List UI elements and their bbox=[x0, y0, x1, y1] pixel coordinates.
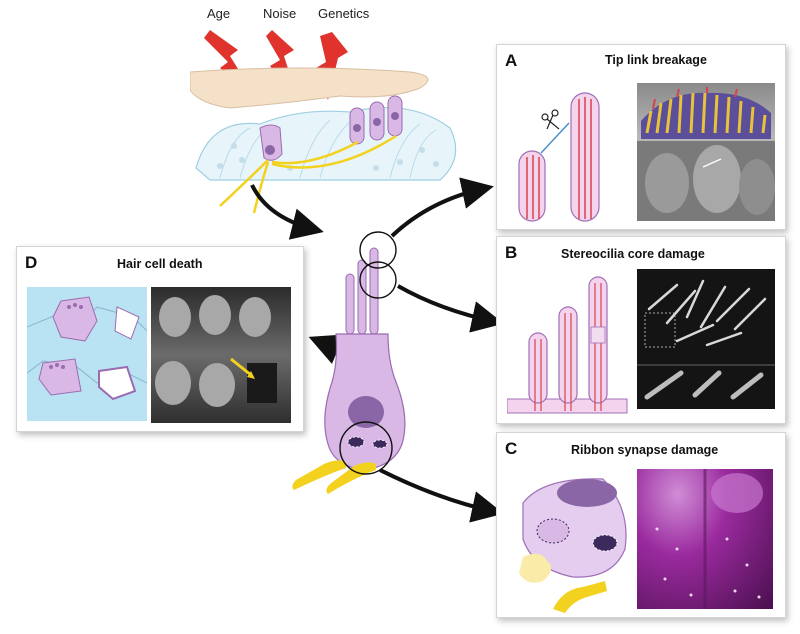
central-hair-cell bbox=[292, 231, 406, 494]
cause-label-age: Age bbox=[207, 6, 231, 21]
panel-letter: D bbox=[25, 253, 38, 272]
panel-tip-link-breakage: A Tip link breakage bbox=[496, 44, 786, 230]
panel-letter: B bbox=[505, 243, 518, 262]
panel-letter: A bbox=[505, 51, 518, 70]
panel-title: Hair cell death bbox=[117, 257, 203, 271]
panel-title: Stereocilia core damage bbox=[561, 247, 705, 261]
stereocilia-core-micrograph bbox=[637, 269, 775, 409]
panel-hair-cell-death: D Hair cell death bbox=[16, 246, 304, 432]
stereocilia-core-diagram bbox=[507, 276, 628, 414]
ribbon-synapse-diagram bbox=[519, 478, 627, 613]
ribbon-synapse-micrograph bbox=[637, 469, 773, 609]
panel-stereocilia-core-damage: B Stereocilia core damage bbox=[496, 236, 786, 424]
hair-cell-death-diagram bbox=[27, 287, 147, 421]
cause-label-genetics: Genetics bbox=[318, 6, 370, 21]
panel-letter: C bbox=[505, 439, 518, 458]
panel-title: Tip link breakage bbox=[605, 53, 707, 67]
panel-title: Ribbon synapse damage bbox=[571, 443, 719, 457]
cause-label-noise: Noise bbox=[263, 6, 297, 21]
organ-of-corti-illustration bbox=[190, 30, 457, 214]
hair-cell-death-micrograph bbox=[151, 287, 291, 423]
tip-link-stereocilia-diagram bbox=[518, 92, 600, 222]
panel-ribbon-synapse-damage: C Ribbon synapse damage bbox=[496, 432, 786, 618]
tip-link-micrograph bbox=[637, 83, 775, 221]
scissors-icon bbox=[541, 109, 560, 130]
